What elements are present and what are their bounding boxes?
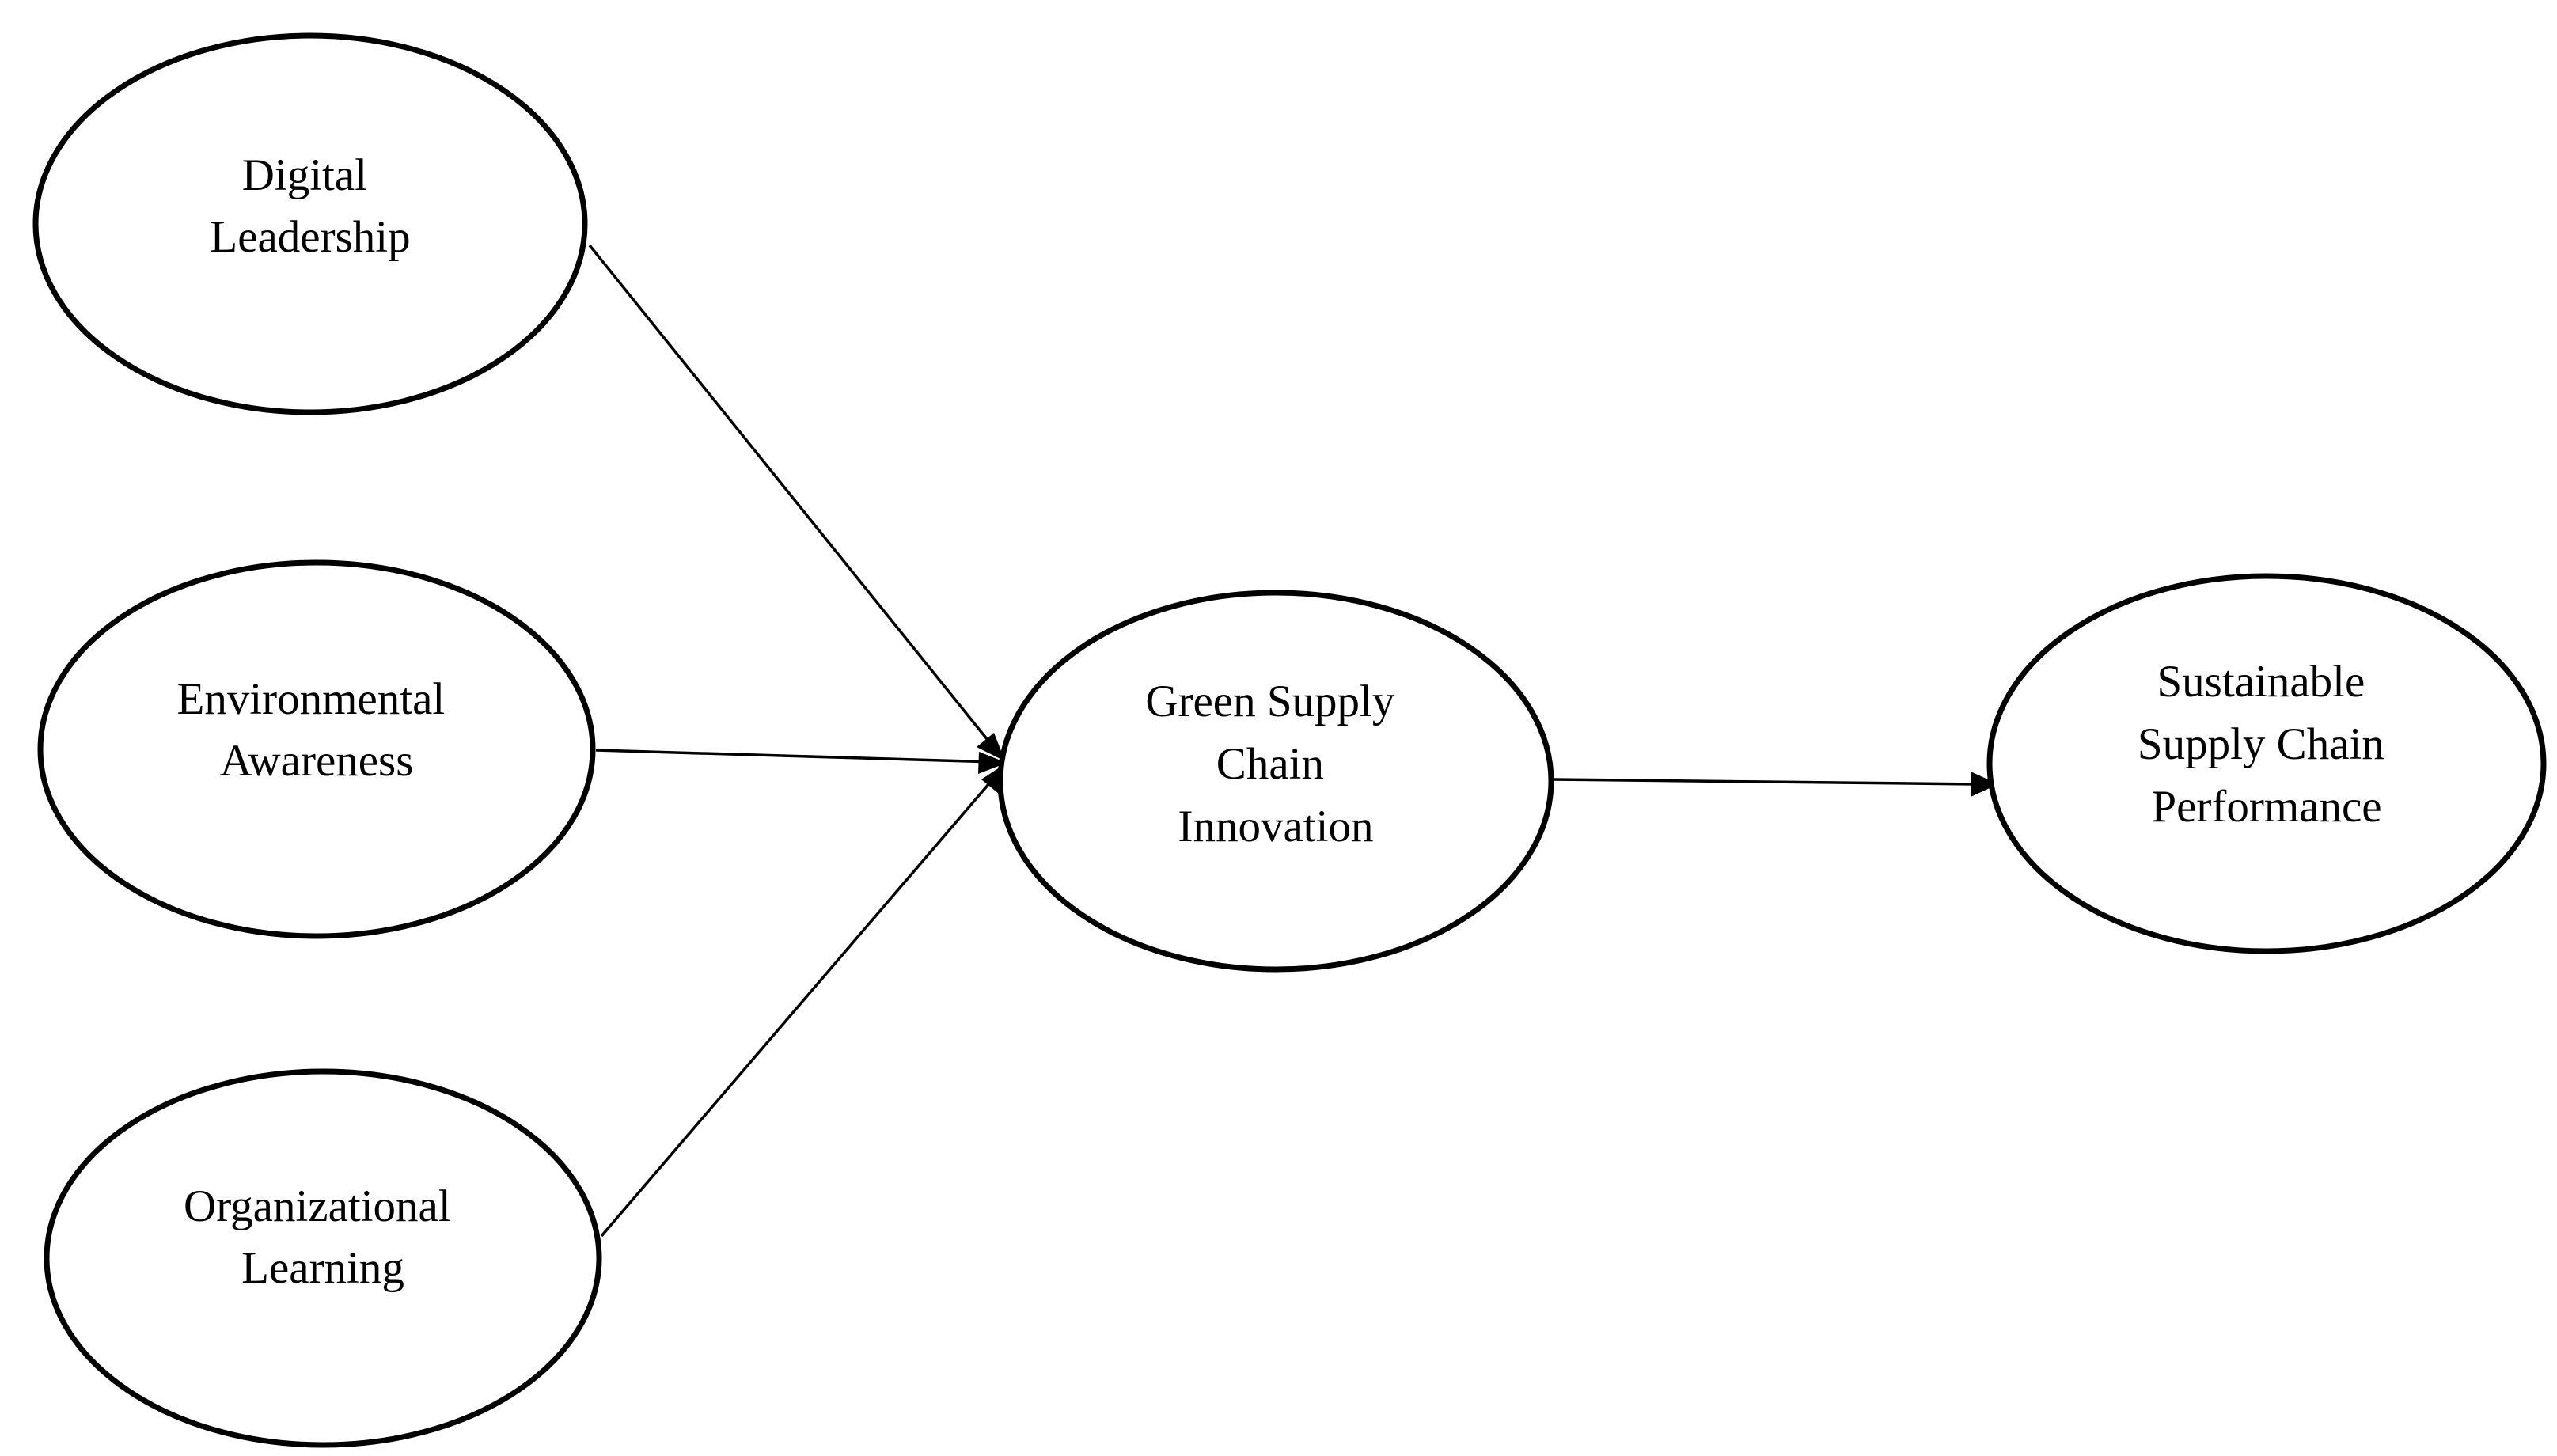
node-environmental-awareness: Environmental Awareness xyxy=(37,559,596,939)
label-line: Environmental xyxy=(177,674,446,724)
label-line: Leadership xyxy=(210,212,410,262)
node-label-environmental-awareness: Environmental Awareness xyxy=(177,674,457,786)
label-line: Performance xyxy=(2151,782,2381,832)
arrowhead-digital-leadership-to-gsci xyxy=(977,733,1005,761)
ellipse-environmental-awareness xyxy=(37,559,596,939)
label-line: Innovation xyxy=(1178,802,1374,851)
ellipse-sustainable-supply-chain-performance xyxy=(1986,573,2547,954)
ellipse-organizational-learning xyxy=(44,1068,602,1448)
ellipse-digital-leadership xyxy=(32,32,588,415)
node-sustainable-supply-chain-performance: Sustainable Supply Chain Performance xyxy=(1986,573,2547,954)
arrowhead-gsci-to-sscp xyxy=(1971,772,1998,797)
edge-organizational-learning-to-gsci xyxy=(600,771,1000,1238)
edge-environmental-awareness-to-gsci xyxy=(595,749,996,764)
label-line: Green Supply xyxy=(1145,677,1395,726)
label-line: Awareness xyxy=(220,736,414,786)
label-line: Chain xyxy=(1216,739,1324,789)
label-line: Sustainable xyxy=(2157,657,2365,707)
edge-digital-leadership-to-gsci xyxy=(588,244,999,753)
node-label-organizational-learning: Organizational Learning xyxy=(184,1181,462,1293)
node-digital-leadership: Digital Leadership xyxy=(32,32,588,415)
node-label-sustainable-supply-chain-performance: Sustainable Supply Chain Performance xyxy=(2138,657,2396,832)
node-organizational-learning: Organizational Learning xyxy=(44,1068,602,1448)
node-label-digital-leadership: Digital Leadership xyxy=(210,150,410,262)
label-line: Organizational xyxy=(184,1181,451,1231)
label-line: Supply Chain xyxy=(2138,719,2384,769)
node-green-supply-chain-innovation: Green Supply Chain Innovation xyxy=(997,590,1554,973)
edge-gsci-to-sscp xyxy=(1552,778,1978,786)
label-line: Learning xyxy=(241,1243,404,1293)
node-label-green-supply-chain-innovation: Green Supply Chain Innovation xyxy=(1145,677,1406,851)
arrowhead-environmental-awareness-to-gsci xyxy=(978,752,1007,774)
ellipse-green-supply-chain-innovation xyxy=(997,590,1554,973)
label-line: Digital xyxy=(242,150,367,200)
